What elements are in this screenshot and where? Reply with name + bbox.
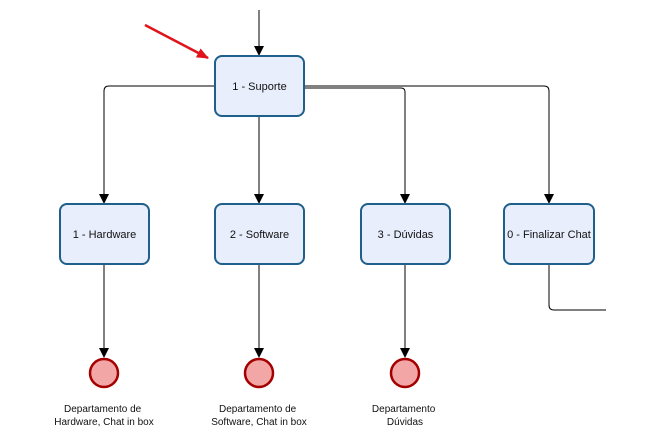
- end-event-duvidas-label: Departamento Dúvidas: [372, 404, 438, 428]
- node-duvidas[interactable]: 3 - Dúvidas: [360, 203, 451, 265]
- end-event-software[interactable]: [243, 357, 275, 389]
- node-finalizar-chat[interactable]: 0 - Finalizar Chat: [503, 203, 595, 265]
- end-event-hardware-label: Departamento de Hardware, Chat in box: [54, 404, 154, 428]
- node-software-label: 2 - Software: [230, 229, 289, 241]
- node-hardware[interactable]: 1 - Hardware: [59, 203, 150, 265]
- end-event-duvidas-line2: Dúvidas: [387, 417, 423, 428]
- node-suporte[interactable]: 1 - Suporte: [214, 55, 305, 117]
- end-event-hardware-line1: Departamento de: [64, 404, 142, 415]
- edge-finalizar-out: [548, 264, 606, 311]
- end-event-software-line2: Software, Chat in box: [211, 417, 307, 428]
- end-event-software-line1: Departamento de: [219, 404, 297, 415]
- edge-suporte-hardware: [99, 85, 215, 204]
- end-event-hardware[interactable]: [88, 357, 120, 389]
- end-event-duvidas-line1: Departamento: [372, 404, 436, 415]
- end-event-duvidas[interactable]: [389, 357, 421, 389]
- edge-suporte-duvidas: [304, 87, 410, 204]
- node-software[interactable]: 2 - Software: [214, 203, 305, 265]
- end-event-software-label: Departamento de Software, Chat in box: [211, 404, 307, 428]
- edge-suporte-finalizar: [304, 85, 554, 204]
- pointer-arrow: [144, 23, 209, 60]
- node-hardware-label: 1 - Hardware: [73, 229, 137, 241]
- node-suporte-label: 1 - Suporte: [232, 81, 286, 93]
- node-finalizar-chat-label: 0 - Finalizar Chat: [507, 229, 591, 241]
- node-duvidas-label: 3 - Dúvidas: [378, 229, 434, 241]
- end-event-hardware-line2: Hardware, Chat in box: [54, 417, 154, 428]
